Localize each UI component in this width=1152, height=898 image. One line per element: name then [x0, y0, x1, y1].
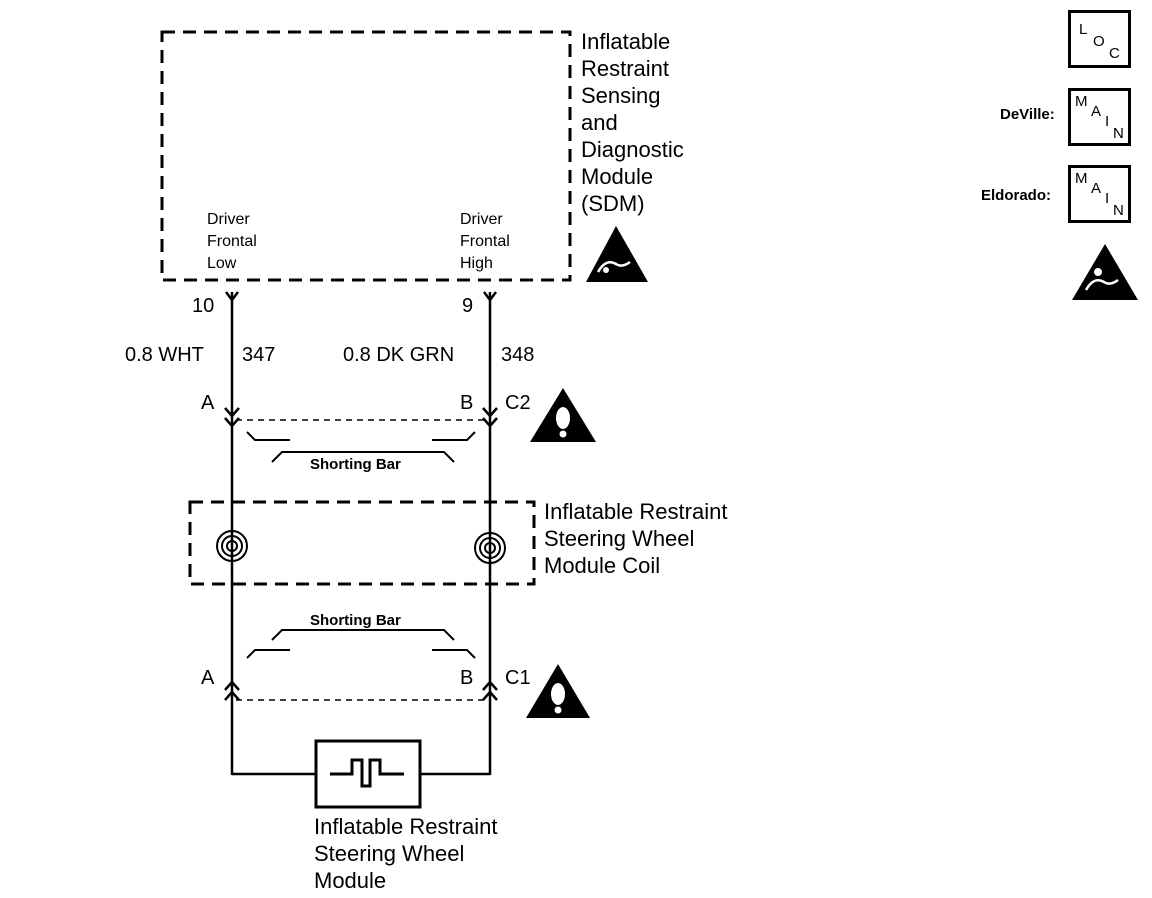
c2-shorting-bar-label: Shorting Bar	[310, 456, 401, 473]
sdm-title: Inflatable Restraint Sensing and Diagnos…	[581, 29, 684, 216]
esd-warning-icon	[586, 226, 648, 282]
esd-warning-icon-locator	[1072, 244, 1138, 300]
loc-icon[interactable]: L O C	[1068, 10, 1131, 68]
c1-shorting-bar-label: Shorting Bar	[310, 612, 401, 629]
coil-title: Inflatable Restraint Steering Wheel Modu…	[544, 499, 728, 578]
pin-number-right: 9	[462, 295, 474, 317]
eldorado-label: Eldorado:	[981, 187, 1051, 204]
module-outline	[314, 739, 422, 809]
c2-connector-name: C2	[505, 392, 531, 414]
coil-spiral-right	[474, 532, 506, 564]
module-title: Inflatable Restraint Steering Wheel Modu…	[314, 814, 498, 893]
c2-cavity-b: B	[460, 392, 474, 414]
sdm-pin-right-label: Driver Frontal High	[460, 211, 510, 272]
c1-shorting-bar	[271, 629, 455, 641]
main-icon-deville[interactable]: M A I N	[1068, 88, 1131, 146]
c2-shorting-bar	[246, 431, 290, 441]
wire-color-right: 0.8 DK GRN	[343, 344, 455, 366]
wire-color-left: 0.8 WHT	[125, 344, 204, 366]
c2-cavity-a: A	[201, 392, 215, 414]
wire-circuit-left: 347	[242, 344, 276, 366]
caution-icon-c1	[526, 664, 590, 718]
deville-label: DeVille:	[1000, 106, 1055, 123]
caution-icon-c2	[530, 388, 596, 442]
pin-number-left: 10	[192, 295, 215, 317]
c1-connector-name: C1	[505, 667, 531, 689]
wire-circuit-right: 348	[501, 344, 535, 366]
sdm-pin-left-label: Driver Frontal Low	[207, 211, 257, 272]
coil-spiral-left	[216, 530, 248, 562]
c1-cavity-a: A	[201, 667, 215, 689]
sdm-outline	[160, 30, 572, 282]
coil-outline	[188, 500, 536, 586]
main-icon-eldorado[interactable]: M A I N	[1068, 165, 1131, 223]
c1-cavity-b: B	[460, 667, 474, 689]
airbag-squib-symbol	[330, 758, 404, 788]
